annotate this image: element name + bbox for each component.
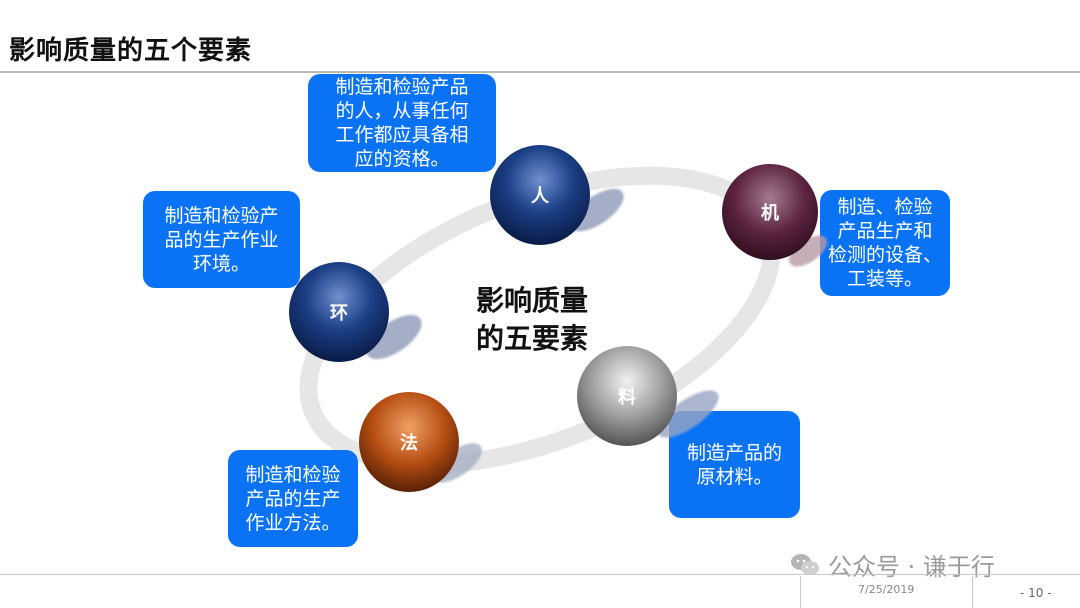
callout-huan: 制造和检验产 品的生产作业 环境。 bbox=[143, 191, 300, 288]
callout-fa-line-1: 制造和检验 bbox=[245, 463, 340, 487]
callout-ren-line-2: 的人，从事任何 bbox=[335, 99, 468, 123]
node-ren: 人 bbox=[490, 145, 590, 245]
node-ren-label: 人 bbox=[531, 182, 549, 208]
callout-huan-line-2: 品的生产作业 bbox=[164, 228, 278, 252]
callout-fa-line-3: 作业方法。 bbox=[245, 511, 340, 535]
center-label: 影响质量 的五要素 bbox=[476, 282, 588, 358]
node-liao-label: 料 bbox=[618, 383, 636, 409]
node-liao: 料 bbox=[577, 346, 677, 446]
footer-date: 7/25/2019 bbox=[858, 583, 914, 596]
node-fa-label: 法 bbox=[400, 429, 418, 455]
center-label-line-1: 影响质量 bbox=[476, 282, 588, 320]
callout-huan-line-1: 制造和检验产 bbox=[164, 204, 278, 228]
callout-liao-line-1: 制造产品的 bbox=[687, 441, 782, 465]
page-number: - 10 - bbox=[1020, 586, 1052, 600]
callout-huan-line-3: 环境。 bbox=[164, 252, 278, 276]
footer-separator-right bbox=[972, 576, 973, 608]
watermark-text: 公众号 · 谦于行 bbox=[828, 547, 995, 582]
node-huan: 环 bbox=[289, 262, 389, 362]
node-fa: 法 bbox=[359, 392, 459, 492]
center-label-line-2: 的五要素 bbox=[476, 320, 588, 358]
callout-ren-line-1: 制造和检验产品 bbox=[335, 75, 468, 99]
callout-ren-line-3: 工作都应具备相 bbox=[335, 123, 468, 147]
callout-ji-line-1: 制造、检验 bbox=[828, 195, 942, 219]
callout-liao-line-2: 原材料。 bbox=[687, 465, 782, 489]
node-huan-label: 环 bbox=[330, 299, 348, 325]
callout-ren: 制造和检验产品 的人，从事任何 工作都应具备相 应的资格。 bbox=[308, 74, 496, 172]
footer-divider bbox=[0, 574, 1080, 575]
footer-separator-left bbox=[800, 576, 801, 608]
callout-ji-line-2: 产品生产和 bbox=[828, 219, 942, 243]
callout-fa-line-2: 产品的生产 bbox=[245, 487, 340, 511]
watermark: 公众号 · 谦于行 bbox=[790, 547, 995, 582]
callout-fa: 制造和检验 产品的生产 作业方法。 bbox=[228, 450, 358, 547]
node-ji: 机 bbox=[722, 164, 818, 260]
callout-ji-line-4: 工装等。 bbox=[828, 267, 942, 291]
callout-ji-line-3: 检测的设备、 bbox=[828, 243, 942, 267]
callout-ren-line-4: 应的资格。 bbox=[335, 147, 468, 171]
node-ji-label: 机 bbox=[761, 199, 779, 225]
callout-ji: 制造、检验 产品生产和 检测的设备、 工装等。 bbox=[820, 190, 950, 296]
